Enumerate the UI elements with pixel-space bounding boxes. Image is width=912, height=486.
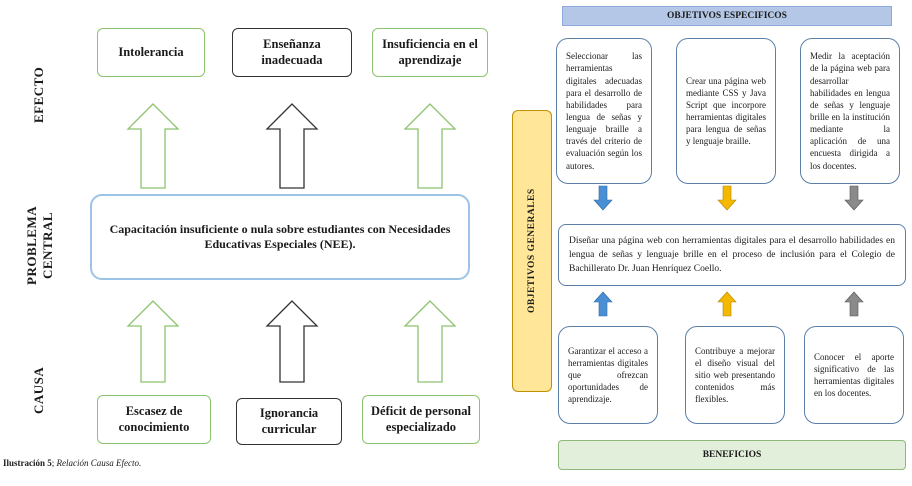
specific-objective-2: Crear una página web mediante CSS y Java…	[676, 38, 776, 184]
specific-objective-3: Medir la aceptación de la página web par…	[800, 38, 900, 184]
up-arrow-cause-1	[126, 300, 180, 383]
benefit-1: Garantizar el acceso a herramientas digi…	[558, 326, 658, 424]
up-arrow-effect-1	[126, 103, 180, 189]
cause-box-curricular-ignorance: Ignorancia curricular	[236, 398, 342, 445]
figure-caption: Ilustración 5; Relación Causa Efecto.	[3, 458, 303, 472]
down-arrows	[593, 185, 864, 211]
general-objectives-label: OBJETIVOS GENERALES	[512, 110, 552, 392]
up-arrow-blue	[593, 291, 613, 317]
up-arrow-cause-3	[403, 300, 457, 383]
down-arrow-blue	[593, 185, 613, 211]
down-arrow-yellow	[717, 185, 737, 211]
general-objective-text: Diseñar una página web con herramientas …	[569, 235, 895, 275]
central-problem-label: PROBLEMA CENTRAL	[24, 205, 55, 285]
benefit-3: Conocer el aporte significativo de las h…	[804, 326, 904, 424]
specific-objective-1: Seleccionar las herramientas digitales a…	[556, 38, 652, 184]
cause-box-knowledge-shortage: Escasez de conocimiento	[97, 395, 211, 444]
caption-figure-number: Ilustración 5	[3, 458, 52, 468]
effect-box-intolerance: Intolerancia	[97, 28, 205, 77]
up-arrow-effect-3	[403, 103, 457, 189]
specific-objective-1-text: Seleccionar las herramientas digitales a…	[566, 51, 642, 171]
effect-box-learning-insufficiency: Insuficiencia en el aprendizaje	[372, 28, 488, 77]
benefit-2: Contribuye a mejorar el diseño visual de…	[685, 326, 785, 424]
effect-box-inadequate-teaching: Enseñanza inadecuada	[232, 28, 352, 77]
cause-label: CAUSA	[31, 366, 46, 414]
up-arrows	[593, 291, 864, 317]
effect-label: EFECTO	[31, 66, 46, 124]
central-problem-box: Capacitación insuficiente o nula sobre e…	[90, 194, 470, 280]
benefits-header: BENEFICIOS	[558, 440, 906, 470]
cause-box-staff-deficit: Déficit de personal especializado	[362, 395, 480, 444]
up-arrow-effect-2	[265, 103, 319, 189]
up-arrow-yellow	[717, 291, 737, 317]
specific-objectives-header: OBJETIVOS ESPECIFICOS	[562, 6, 892, 26]
up-arrow-cause-2	[265, 300, 319, 383]
specific-objective-3-text: Medir la aceptación de la página web par…	[810, 51, 890, 171]
caption-title: Relación Causa Efecto.	[56, 458, 142, 468]
down-arrow-gray	[844, 185, 864, 211]
general-objective-box: Diseñar una página web con herramientas …	[558, 224, 906, 286]
caption-separator: ;	[51, 458, 57, 468]
benefit-3-text: Conocer el aporte significativo de las h…	[814, 351, 894, 399]
specific-objective-2-text: Crear una página web mediante CSS y Java…	[686, 75, 766, 147]
benefit-2-text: Contribuye a mejorar el diseño visual de…	[695, 345, 775, 405]
up-arrow-gray	[844, 291, 864, 317]
benefit-1-text: Garantizar el acceso a herramientas digi…	[568, 345, 648, 405]
